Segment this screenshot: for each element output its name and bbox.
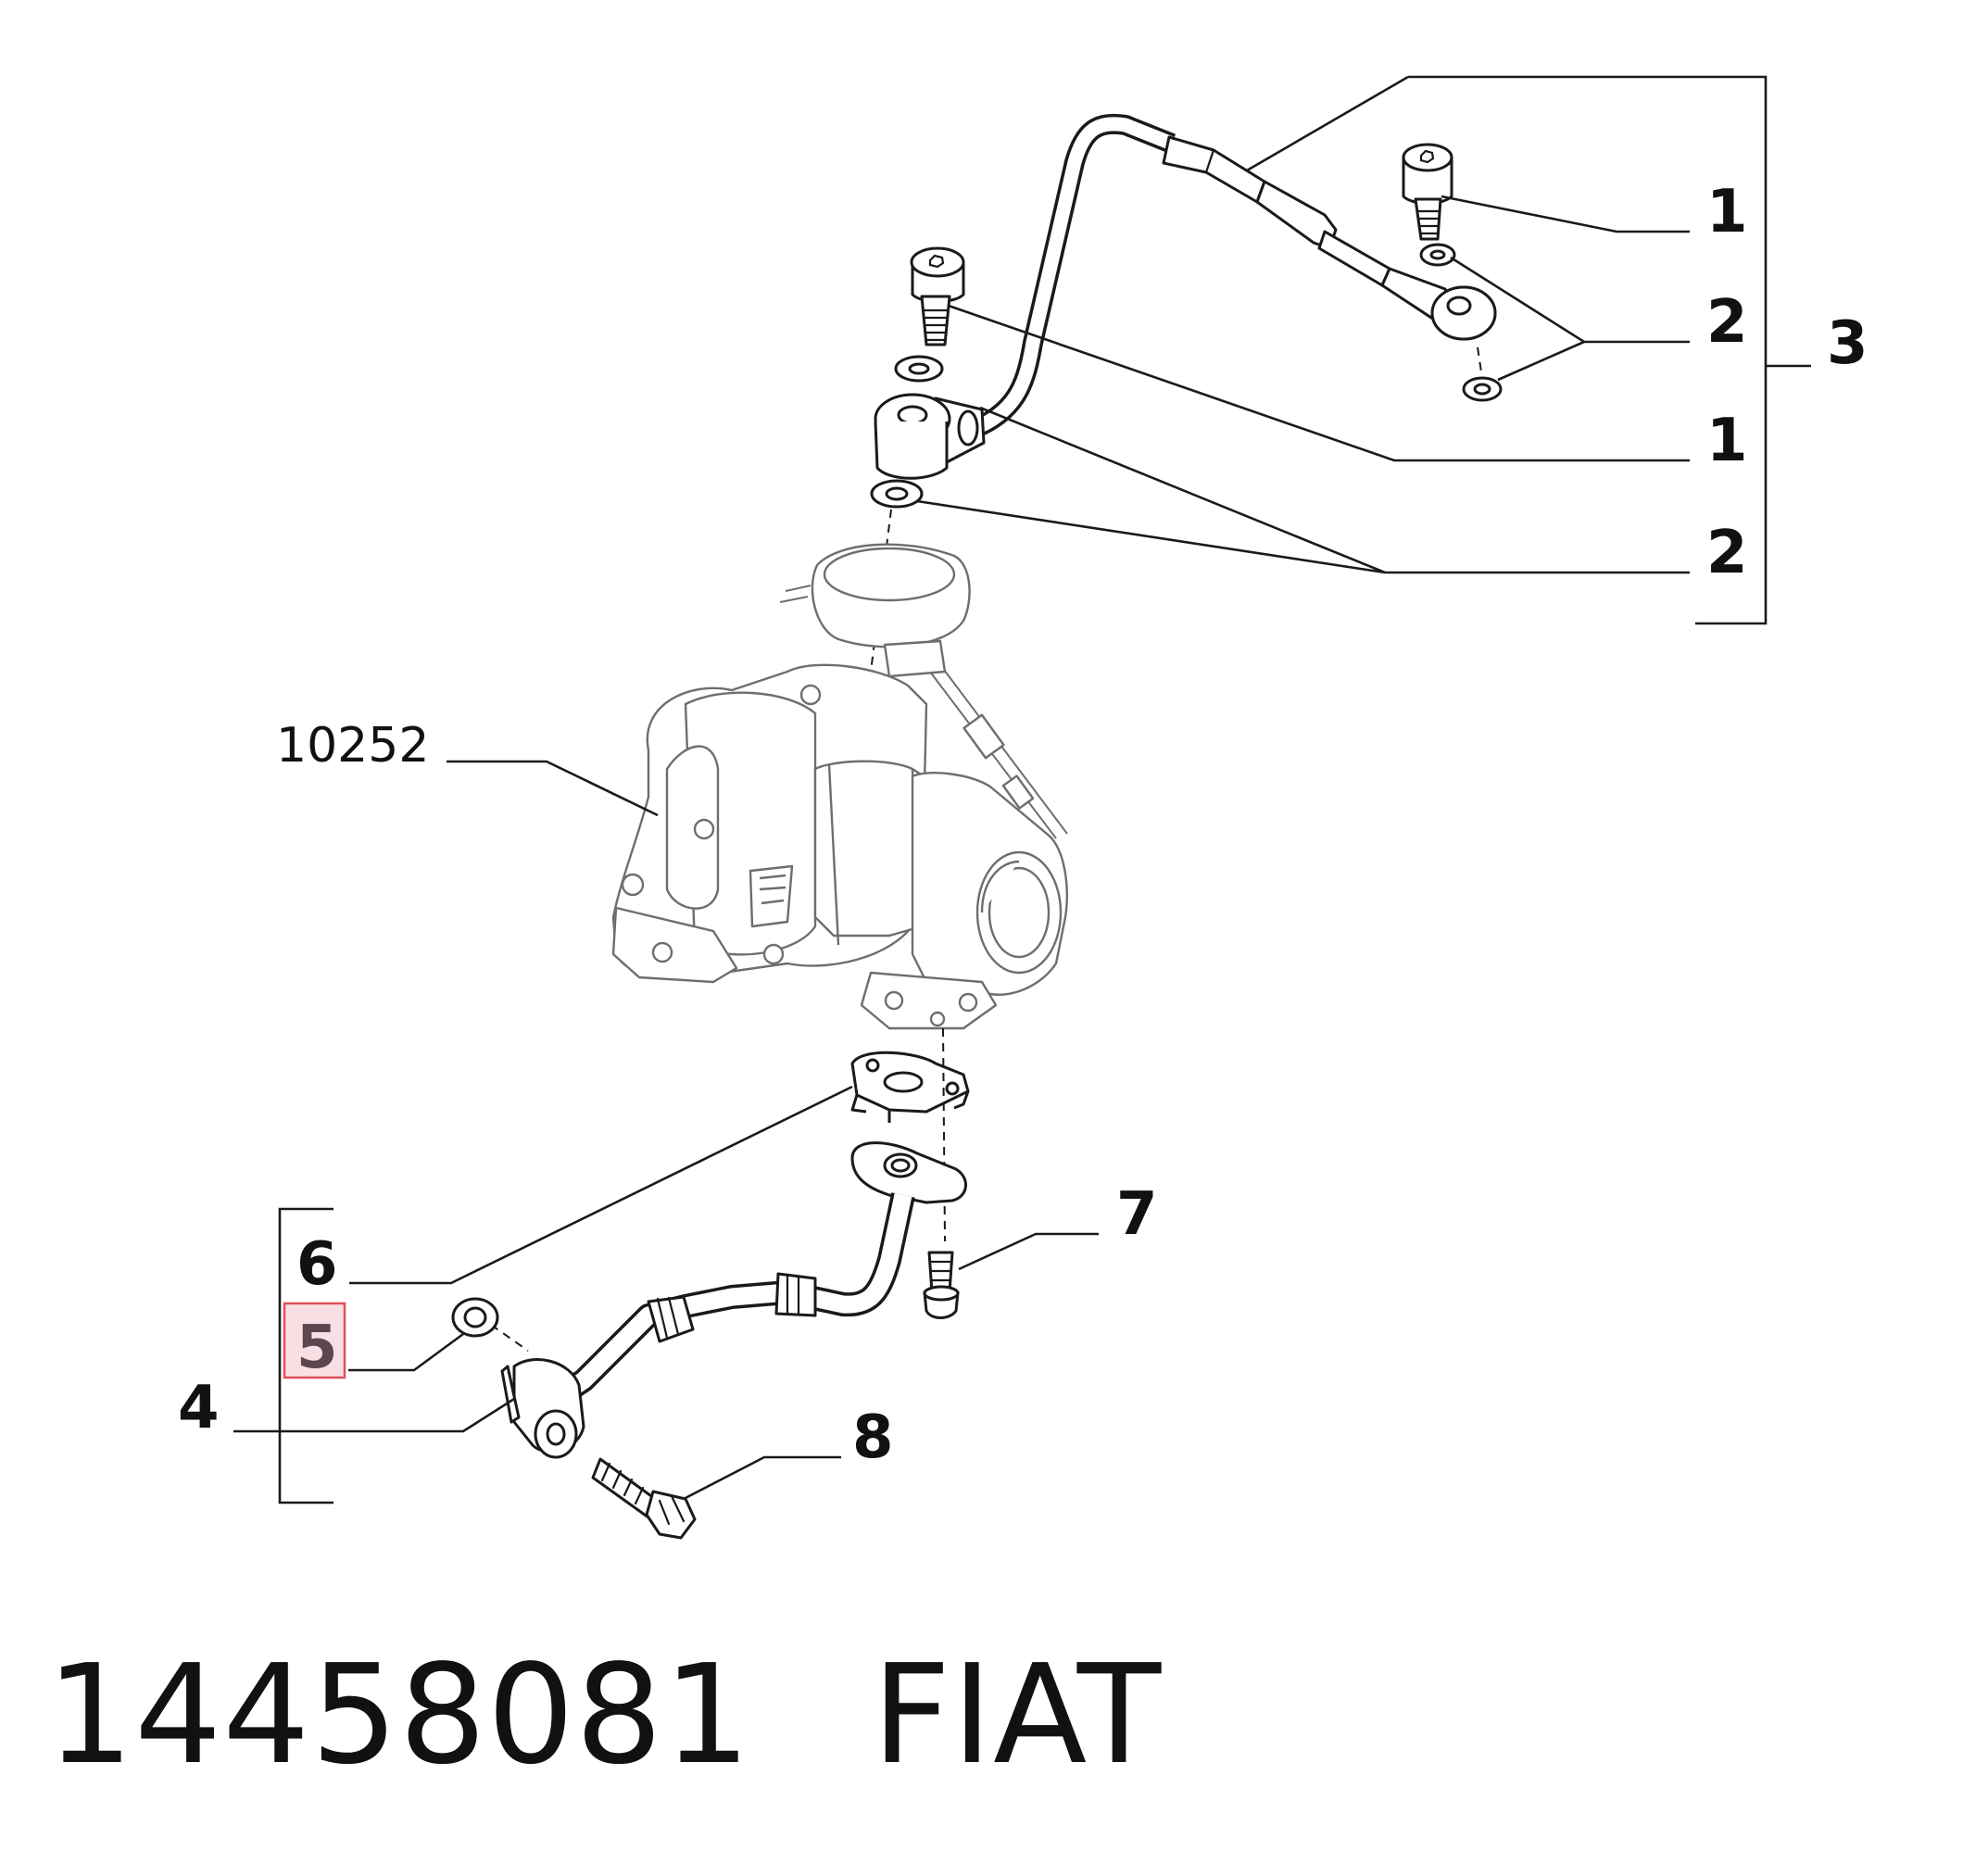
callout-5[interactable]: 5 <box>296 1314 338 1382</box>
brand-name: FIAT <box>872 1635 1163 1794</box>
turbocharger <box>611 543 1068 1030</box>
banjo-bolt-lower <box>591 1457 697 1540</box>
flange-bolt <box>923 1251 960 1319</box>
gasket-lower <box>850 1051 970 1123</box>
callout-3[interactable]: 3 <box>1827 309 1868 378</box>
washers-upper-left <box>870 355 944 509</box>
banjo-fitting-left <box>874 393 986 480</box>
part-number: 14458081 <box>46 1635 752 1794</box>
callout-labels: 1 2 3 1 2 10252 6 5 4 7 8 <box>178 178 1868 1472</box>
callout-6[interactable]: 6 <box>296 1230 338 1299</box>
washer-lower <box>451 1297 499 1338</box>
washers-upper-right <box>1419 243 1503 402</box>
callout-1-middle[interactable]: 1 <box>1706 407 1748 475</box>
leader-lines <box>233 75 1811 1504</box>
callout-turbocharger-ref[interactable]: 10252 <box>276 718 429 774</box>
callout-5-highlight <box>283 1302 346 1379</box>
axis-upper-right <box>1477 346 1483 379</box>
axis-lower-washer <box>490 1324 529 1352</box>
banjo-bolt-upper-right <box>1402 143 1453 241</box>
callout-8[interactable]: 8 <box>852 1404 894 1472</box>
callout-1-top[interactable]: 1 <box>1706 178 1748 246</box>
part-number-footer: 14458081 FIAT <box>46 1635 1163 1794</box>
banjo-bolt-upper-left <box>910 246 965 346</box>
banjo-fitting-right <box>1380 267 1497 341</box>
callout-4[interactable]: 4 <box>178 1374 220 1442</box>
callout-7[interactable]: 7 <box>1116 1180 1158 1249</box>
oil-feed-pipe <box>874 113 1497 480</box>
callout-2-top[interactable]: 2 <box>1706 288 1748 357</box>
oil-return-pipe <box>500 1141 967 1459</box>
callout-2-bottom[interactable]: 2 <box>1706 519 1748 587</box>
axis-lower-bolt <box>942 1027 946 1242</box>
